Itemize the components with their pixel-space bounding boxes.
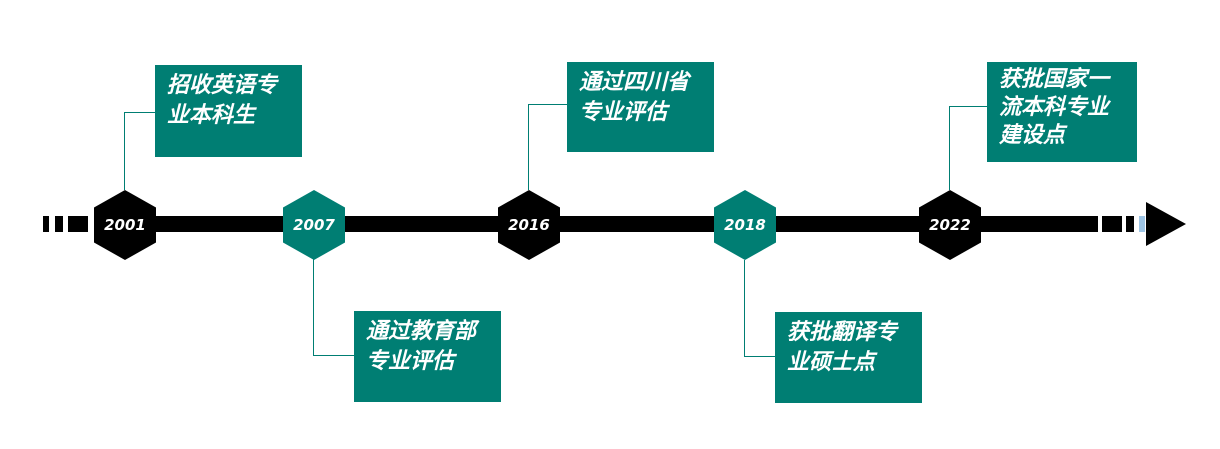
timeline-axis xyxy=(94,216,1098,232)
year-label: 2022 xyxy=(929,216,971,234)
year-marker-2016: 2016 xyxy=(498,190,560,260)
connector-2001 xyxy=(124,112,125,190)
year-label: 2007 xyxy=(293,216,335,234)
event-box-2022: 获批国家一 流本科专业 建设点 xyxy=(987,62,1137,162)
connector-2018 xyxy=(744,356,776,357)
axis-dash xyxy=(43,216,49,232)
event-text-line: 招收英语专 xyxy=(167,73,278,98)
year-label: 2001 xyxy=(104,216,146,234)
axis-dash xyxy=(68,216,88,232)
year-marker-2018: 2018 xyxy=(714,190,776,260)
event-text-line: 通过教育部 xyxy=(366,319,477,344)
year-marker-2001: 2001 xyxy=(94,190,156,260)
connector-2016 xyxy=(528,104,568,105)
connector-2016 xyxy=(528,104,529,190)
axis-dash xyxy=(1102,216,1122,232)
event-text-line: 建设点 xyxy=(999,123,1066,148)
event-text-line: 业本科生 xyxy=(167,103,256,128)
right-arrow-head-icon xyxy=(1146,202,1186,246)
event-text-line: 获批国家一 xyxy=(999,67,1110,92)
event-box-2001: 招收英语专 业本科生 xyxy=(155,65,302,157)
event-box-2016: 通过四川省 专业评估 xyxy=(567,62,714,152)
connector-2001 xyxy=(124,112,156,113)
event-box-2018: 获批翻译专 业硕士点 xyxy=(775,312,922,403)
connector-2007 xyxy=(313,355,355,356)
event-text-line: 专业评估 xyxy=(579,100,668,125)
year-marker-2007: 2007 xyxy=(283,190,345,260)
connector-2018 xyxy=(744,260,745,357)
event-text-line: 获批翻译专 xyxy=(787,320,898,345)
year-marker-2022: 2022 xyxy=(919,190,981,260)
axis-accent xyxy=(1139,216,1145,232)
event-text-line: 专业评估 xyxy=(366,349,455,374)
connector-2022 xyxy=(949,106,987,107)
year-label: 2016 xyxy=(508,216,550,234)
axis-dash xyxy=(1126,216,1134,232)
event-text-line: 流本科专业 xyxy=(999,95,1110,120)
event-text-line: 通过四川省 xyxy=(579,70,690,95)
year-label: 2018 xyxy=(724,216,766,234)
connector-2022 xyxy=(949,106,950,190)
connector-2007 xyxy=(313,258,314,356)
event-text-line: 业硕士点 xyxy=(787,350,876,375)
axis-dash xyxy=(55,216,63,232)
event-box-2007: 通过教育部 专业评估 xyxy=(354,311,501,402)
